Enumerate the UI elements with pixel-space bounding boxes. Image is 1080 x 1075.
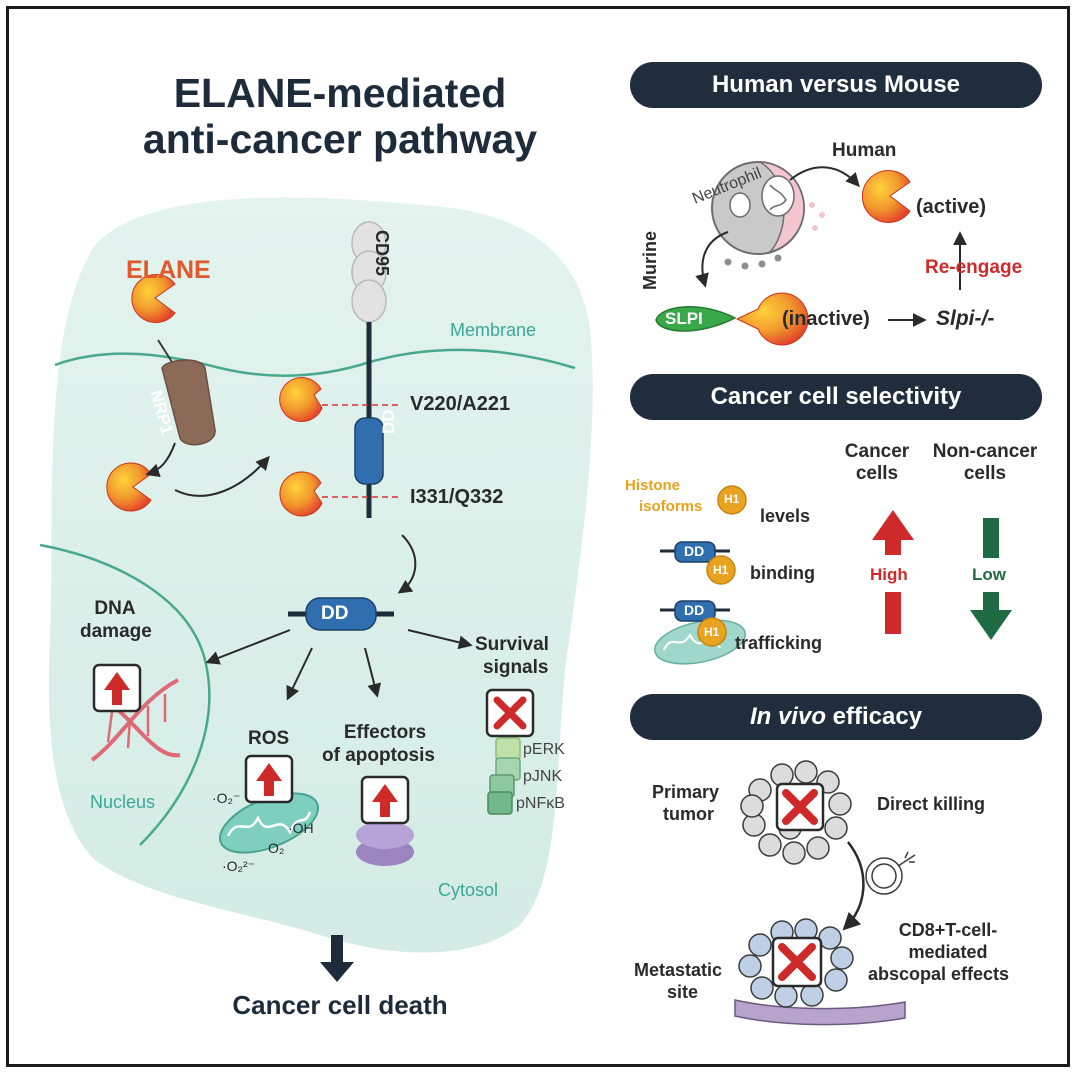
elane-label: ELANE: [126, 256, 211, 284]
h1-badge-binding: H1: [713, 563, 729, 577]
selectivity-header: Cancer cell selectivity: [630, 374, 1042, 420]
vessel: [734, 999, 906, 1026]
noncancer-cells-line2: cells: [963, 463, 1007, 484]
primary-tumor-line1: Primary: [652, 782, 720, 802]
human-vs-mouse-header: Human versus Mouse: [630, 62, 1042, 108]
cancer-cells-line2: cells: [855, 463, 899, 484]
binding-label: binding: [750, 563, 815, 583]
effectors-line1: Effectors: [343, 722, 427, 743]
high-label: High: [870, 565, 908, 584]
nrp1-receptor: [157, 339, 216, 446]
site-v220-a221: V220/A221: [410, 393, 511, 415]
cancer-cells-line1: Cancer: [844, 441, 910, 462]
figure-border: [6, 6, 1070, 1067]
dna-damage-line1: DNA: [94, 598, 136, 619]
indicator-boxes: [92, 663, 535, 825]
membrane-dd-label: DD: [379, 409, 398, 434]
low-label: Low: [972, 565, 1006, 584]
survival-signal-blocks: [487, 737, 521, 815]
direct-killing-label: Direct killing: [877, 794, 986, 814]
ros-peroxide: ·O₂²⁻: [222, 858, 256, 874]
invivo-header: In vivo efficacy: [630, 694, 1042, 740]
cytosol-dd-label: DD: [321, 603, 349, 624]
reengage-label: Re-engage: [925, 257, 1023, 278]
death-arrow: [320, 935, 354, 982]
nucleus-label: Nucleus: [90, 792, 156, 812]
ros-o2-radical: ·O₂⁻: [212, 790, 241, 806]
slpi-label: SLPI: [665, 309, 703, 328]
title-line-1: ELANE-mediated: [173, 70, 507, 116]
pnfkb-label: pNFκB: [516, 795, 565, 812]
t-cell-icon: [865, 851, 916, 895]
cd95-receptor: [351, 221, 387, 518]
dna-damage-line2: damage: [80, 621, 152, 642]
metastatic-line1: Metastatic: [634, 960, 723, 980]
selectivity-graphics: [654, 485, 1012, 665]
cd8-line2: mediated: [908, 942, 988, 962]
cd95-label: CD95: [372, 230, 392, 277]
membrane-label: Membrane: [450, 320, 537, 340]
h1-badge-levels: H1: [724, 492, 740, 506]
elane-molecules: [106, 274, 323, 517]
noncancer-cells-line1: Non-cancer: [932, 441, 1038, 462]
apoptosis-effector: [356, 821, 414, 866]
cancer-cell-death-label: Cancer cell death: [232, 990, 448, 1020]
dd-badge-binding: DD: [684, 543, 705, 559]
invivo-header-rest: efficacy: [825, 703, 923, 730]
cd8-line1: CD8+T-cell-: [898, 920, 998, 940]
ros-label: ROS: [248, 728, 290, 749]
cd8-line3: abscopal effects: [868, 964, 1010, 984]
primary-tumor-line2: tumor: [663, 804, 714, 824]
title-line-2: anti-cancer pathway: [142, 116, 538, 162]
ros-o2: O₂: [268, 840, 285, 856]
histone-line1: Histone: [625, 477, 681, 494]
slpi-knockout-label: Slpi-/-: [936, 307, 995, 330]
dd-badge-trafficking: DD: [684, 602, 705, 618]
survival-line2: signals: [483, 657, 549, 678]
h1-badge-trafficking: H1: [704, 625, 720, 639]
murine-label: Murine: [640, 230, 660, 290]
trafficking-label: trafficking: [735, 633, 823, 653]
perk-label: pERK: [523, 741, 565, 758]
effectors-line2: of apoptosis: [322, 745, 435, 766]
inactive-label: (inactive): [782, 308, 870, 330]
neutrophil-graphic: [711, 161, 825, 270]
histone-line2: isoforms: [639, 498, 703, 515]
metastatic-line2: site: [667, 982, 699, 1002]
ros-hydroxyl: ·OH: [288, 820, 314, 836]
human-label: Human: [832, 140, 897, 161]
cytosol-label: Cytosol: [438, 880, 499, 900]
membrane-line: [54, 348, 576, 377]
site-i331-q332: I331/Q332: [410, 486, 504, 508]
levels-label: levels: [760, 506, 811, 526]
nucleus-line: [39, 543, 211, 846]
active-label: (active): [916, 196, 987, 218]
invivo-header-italic: In vivo: [749, 703, 826, 730]
survival-line1: Survival: [475, 634, 549, 655]
pjnk-label: pJNK: [523, 768, 563, 785]
